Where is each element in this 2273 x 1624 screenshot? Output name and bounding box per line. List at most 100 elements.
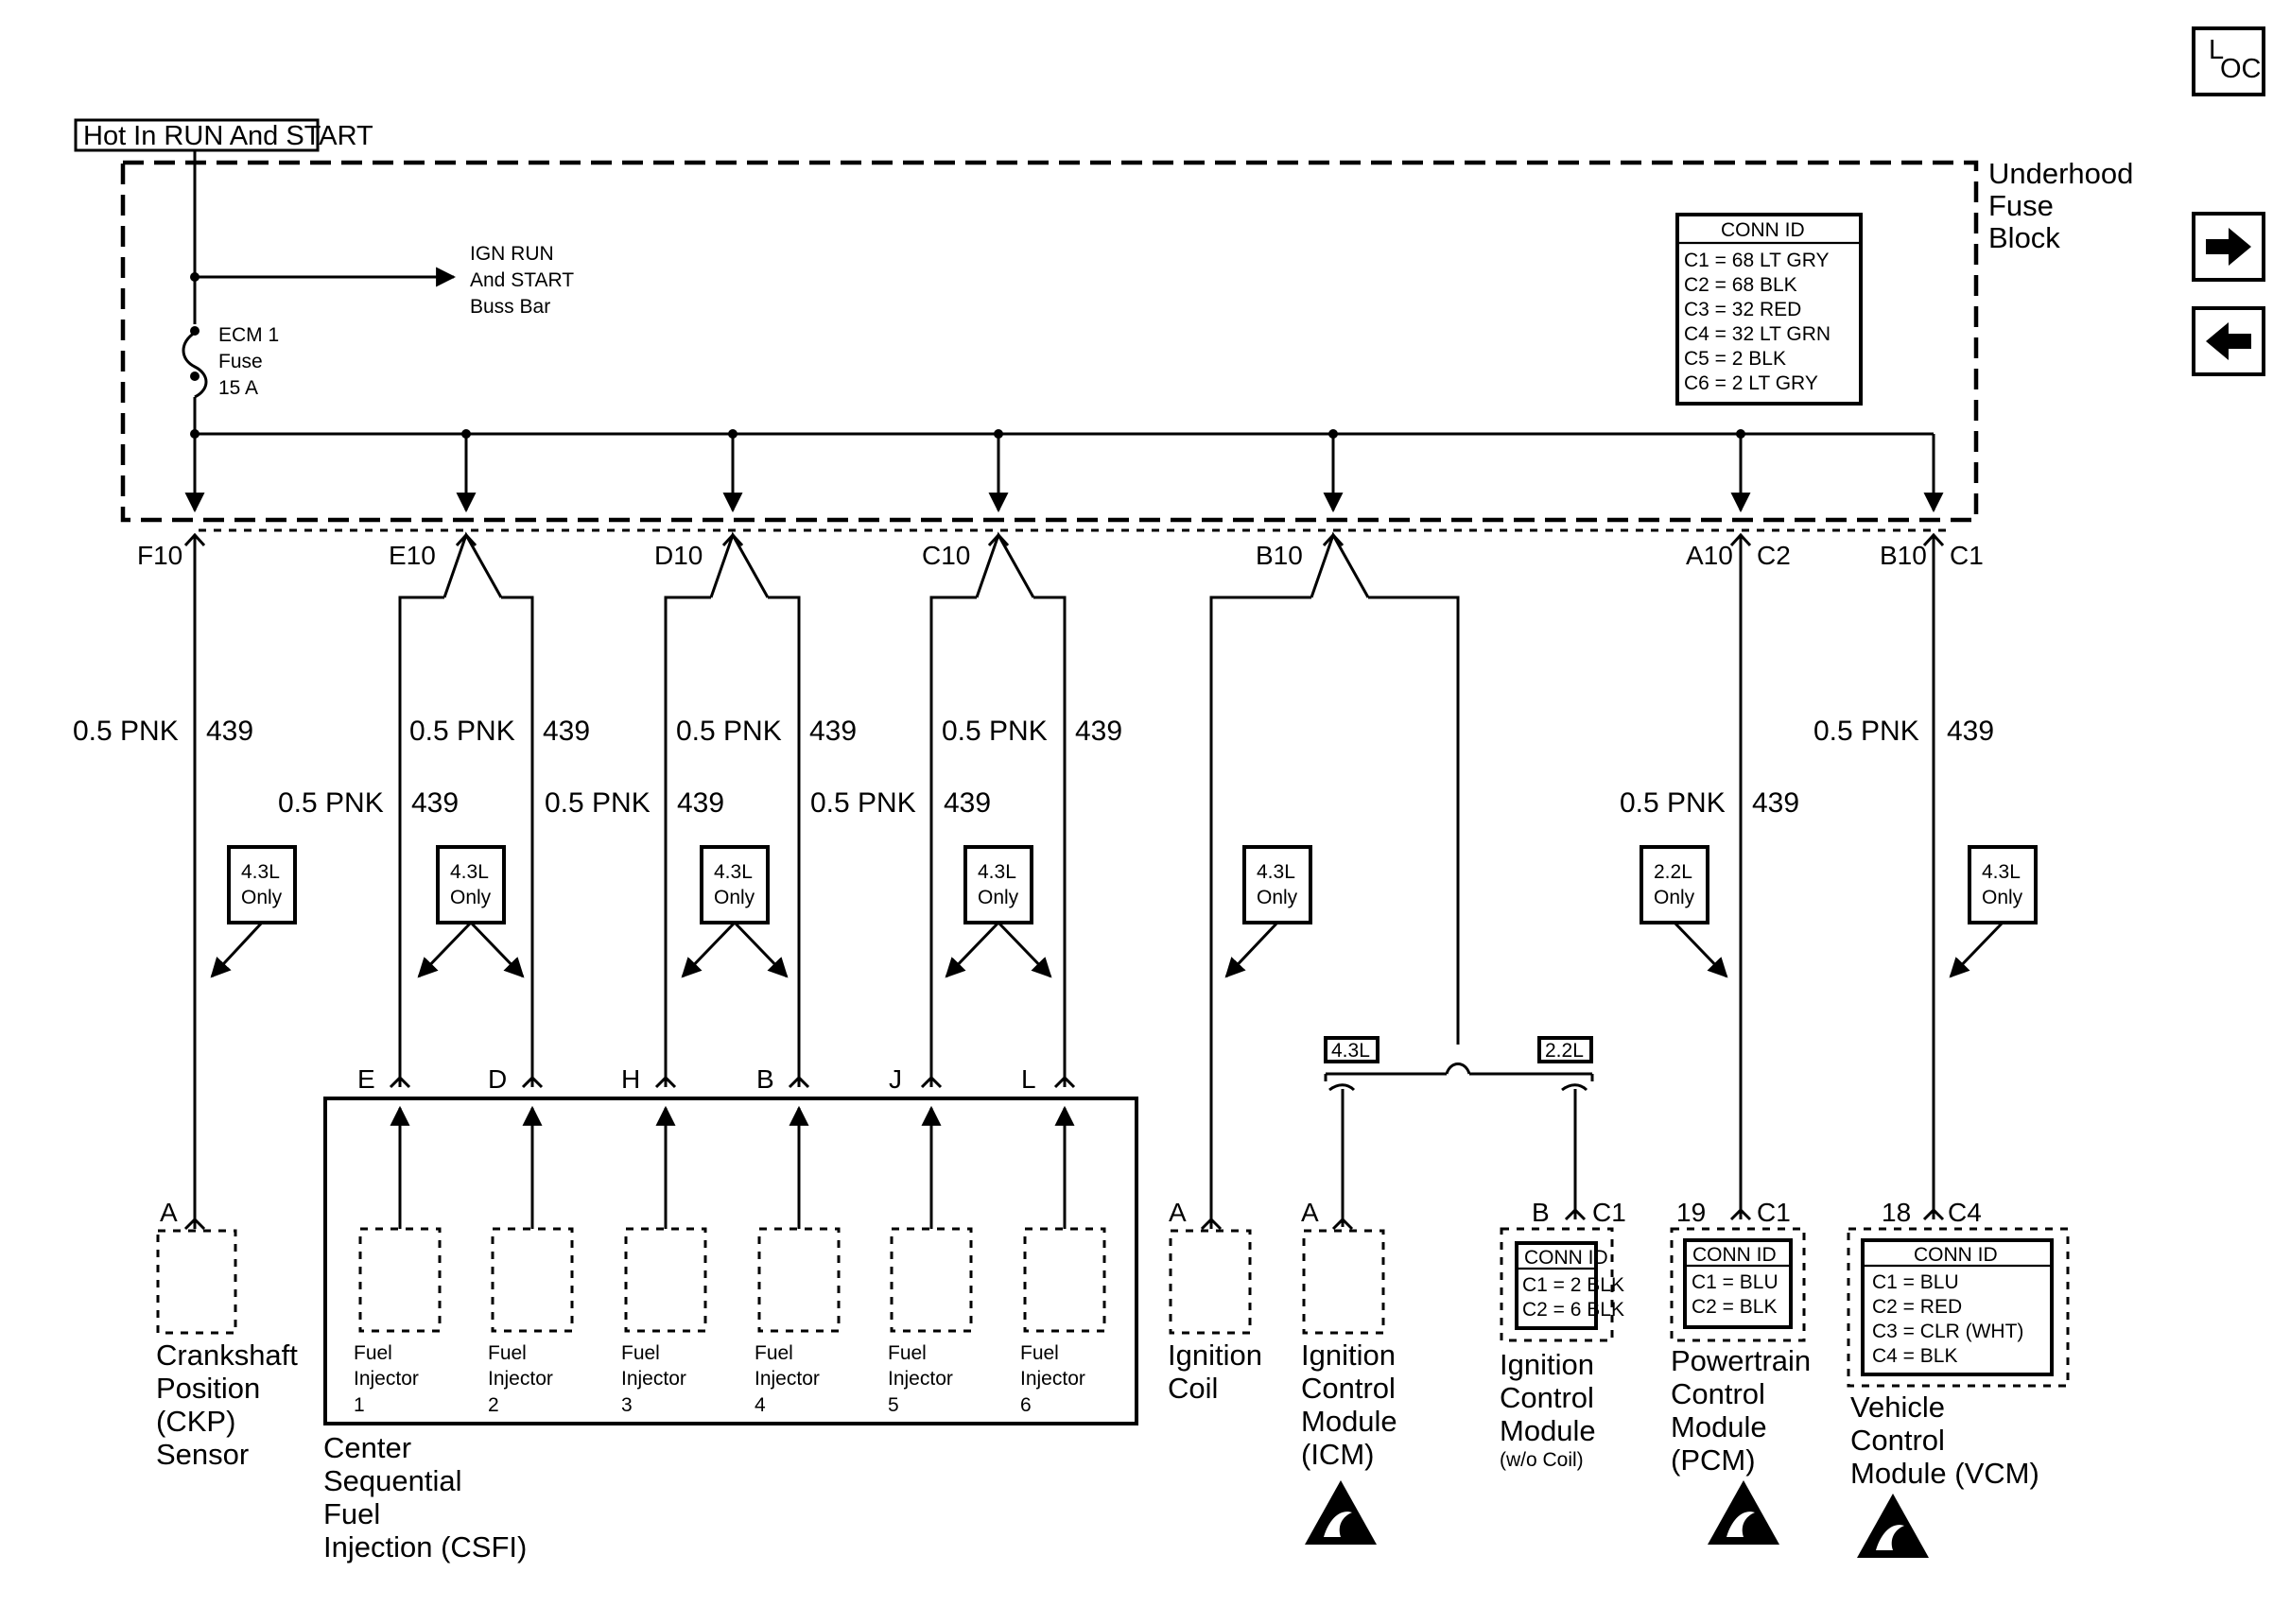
svg-text:0.5 PNK: 0.5 PNK [676, 716, 782, 747]
svg-text:CONN ID: CONN ID [1692, 1244, 1777, 1266]
svg-text:4.3L: 4.3L [450, 861, 489, 883]
next-page-button[interactable] [2192, 212, 2265, 282]
svg-text:D10: D10 [654, 541, 703, 570]
svg-text:4.3L: 4.3L [714, 861, 753, 883]
fuse-block-conn-id-table: CONN ID C1 = 68 LT GRY C2 = 68 BLK C3 = … [1675, 213, 1863, 406]
svg-text:Fuel: Fuel [755, 1342, 793, 1364]
svg-text:Module: Module [1671, 1410, 1767, 1443]
svg-text:Injector: Injector [354, 1368, 419, 1390]
svg-text:IGN RUN: IGN RUN [470, 243, 554, 265]
svg-text:4.3L: 4.3L [1331, 1040, 1370, 1062]
fuel-injector-2: Fuel Injector 2 [488, 1105, 574, 1416]
svg-text:0.5 PNK: 0.5 PNK [278, 787, 384, 819]
svg-text:439: 439 [543, 716, 590, 747]
svg-text:439: 439 [411, 787, 459, 819]
svg-text:Center: Center [323, 1431, 411, 1464]
svg-text:CONN ID: CONN ID [1914, 1244, 1998, 1266]
svg-text:C1 = BLU: C1 = BLU [1692, 1271, 1778, 1293]
svg-text:0.5 PNK: 0.5 PNK [810, 787, 916, 819]
csfi-pins: E D H B J L [357, 1064, 1076, 1094]
ignition-coil: A Ignition Coil [1168, 1198, 1262, 1405]
svg-text:OC: OC [2220, 54, 2262, 84]
vehicle-control-module: 18 C4 CONN ID C1 = BLU C2 = RED C3 = CLR… [1847, 1198, 2070, 1490]
svg-text:Crankshaft: Crankshaft [156, 1339, 298, 1372]
svg-text:Only: Only [1654, 887, 1695, 908]
svg-text:Module (VCM): Module (VCM) [1850, 1457, 2039, 1490]
svg-text:Fuel: Fuel [621, 1342, 660, 1364]
left-arrow-icon [2206, 322, 2251, 360]
wire-labels-row2: 0.5 PNK 439 0.5 PNK 439 0.5 PNK 439 0.5 … [278, 787, 1799, 819]
esd-warning-icon [1708, 1480, 1779, 1545]
svg-text:2: 2 [488, 1394, 499, 1416]
svg-text:0.5 PNK: 0.5 PNK [942, 716, 1048, 747]
svg-text:Sequential: Sequential [323, 1464, 462, 1497]
buss-bar-label: IGN RUN And START Buss Bar [470, 243, 574, 318]
fuse-block-taps [456, 429, 1944, 513]
svg-text:Module: Module [1500, 1414, 1596, 1447]
svg-text:C3 = 32 RED: C3 = 32 RED [1684, 299, 1801, 320]
ckp-sensor: A Crankshaft Position (CKP) Sensor [156, 1198, 298, 1471]
svg-text:Ignition: Ignition [1500, 1348, 1594, 1381]
powertrain-control-module: 19 C1 CONN ID C1 = BLU C2 = BLK Powertra… [1670, 1198, 1811, 1477]
terminal-labels: F10 E10 D10 C10 B10 A10 C2 B10 C1 [137, 541, 1984, 570]
svg-text:A: A [1301, 1198, 1319, 1227]
csfi-assembly: E D H B J L Fuel Injector 1 Fuel Injecto… [323, 1064, 1138, 1564]
svg-text:4.3L: 4.3L [1982, 861, 2021, 883]
svg-text:Buss Bar: Buss Bar [470, 296, 550, 318]
svg-text:Coil: Coil [1168, 1372, 1218, 1405]
svg-text:CONN ID: CONN ID [1721, 219, 1805, 241]
svg-text:E10: E10 [389, 541, 436, 570]
svg-text:439: 439 [1075, 716, 1122, 747]
svg-text:18: 18 [1882, 1198, 1911, 1227]
wire-labels-row1: 0.5 PNK 439 0.5 PNK 439 0.5 PNK 439 0.5 … [73, 716, 1994, 747]
svg-text:Only: Only [1982, 887, 2023, 908]
fuel-injector-4: Fuel Injector 4 [755, 1105, 841, 1416]
esd-warning-icon [1305, 1480, 1377, 1545]
svg-text:2.2L: 2.2L [1545, 1040, 1584, 1062]
fuel-injector-1: Fuel Injector 1 [354, 1105, 442, 1416]
previous-page-button[interactable] [2192, 306, 2265, 376]
svg-text:Only: Only [450, 887, 492, 908]
engine-tag-inj12: 4.3L Only [417, 845, 525, 978]
svg-text:439: 439 [206, 716, 253, 747]
svg-text:0.5 PNK: 0.5 PNK [545, 787, 651, 819]
svg-text:Only: Only [241, 887, 283, 908]
svg-text:Powertrain: Powertrain [1671, 1344, 1811, 1377]
svg-text:19: 19 [1676, 1198, 1706, 1227]
svg-text:Fuel: Fuel [888, 1342, 927, 1364]
right-arrow-icon [2206, 228, 2251, 266]
svg-text:C1: C1 [1950, 541, 1984, 570]
svg-text:(w/o Coil): (w/o Coil) [1500, 1449, 1584, 1471]
svg-text:439: 439 [944, 787, 991, 819]
svg-text:C6 = 2 LT GRY: C6 = 2 LT GRY [1684, 372, 1818, 394]
ignition-control-module-no-coil: B C1 CONN ID C1 = 2 BLK C2 = 6 BLK Ignit… [1500, 1198, 1626, 1471]
svg-text:C5 = 2 BLK: C5 = 2 BLK [1684, 348, 1786, 370]
svg-text:C1: C1 [1592, 1198, 1626, 1227]
svg-text:Injector: Injector [488, 1368, 553, 1390]
svg-text:L: L [1021, 1064, 1036, 1094]
svg-text:Injector: Injector [1020, 1368, 1085, 1390]
engine-tag-inj34: 4.3L Only [681, 845, 789, 978]
csfi-label: Center Sequential Fuel Injection (CSFI) [323, 1431, 527, 1564]
svg-text:(ICM): (ICM) [1301, 1438, 1374, 1471]
svg-text:C1 = 2 BLK: C1 = 2 BLK [1522, 1274, 1624, 1296]
svg-text:C4: C4 [1948, 1198, 1982, 1227]
svg-text:Only: Only [1257, 887, 1298, 908]
svg-text:4: 4 [755, 1394, 766, 1416]
svg-text:C1 = BLU: C1 = BLU [1872, 1271, 1959, 1293]
svg-text:Fuel: Fuel [1020, 1342, 1059, 1364]
svg-text:2.2L: 2.2L [1654, 861, 1692, 883]
svg-text:(CKP): (CKP) [156, 1405, 235, 1438]
svg-text:A10: A10 [1686, 541, 1733, 570]
fuel-injector-3: Fuel Injector 3 [621, 1105, 707, 1416]
svg-text:Hot In RUN And START: Hot In RUN And START [83, 121, 373, 151]
svg-text:Fuse: Fuse [1988, 189, 2054, 222]
engine-tag-ckp: 4.3L Only [210, 845, 297, 978]
svg-text:Control: Control [1500, 1381, 1594, 1414]
location-icon[interactable]: L OC [2192, 26, 2265, 96]
svg-text:A: A [1169, 1198, 1187, 1227]
svg-text:Sensor: Sensor [156, 1438, 249, 1471]
svg-text:439: 439 [1752, 787, 1799, 819]
engine-tag-pcm: 2.2L Only [1640, 845, 1728, 978]
ignition-branch: 4.3L 2.2L [1324, 1036, 1594, 1227]
